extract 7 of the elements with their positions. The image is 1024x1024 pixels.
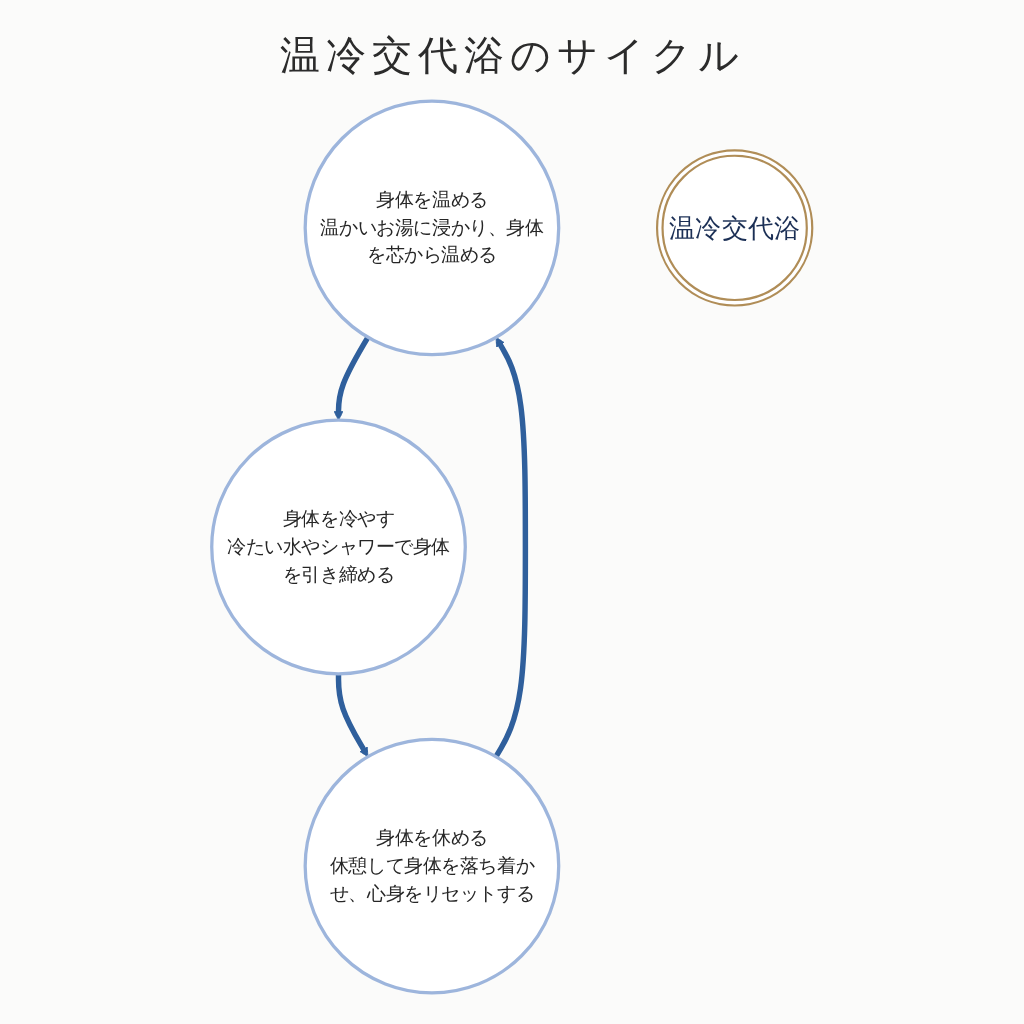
title: 温冷交代浴のサイクル xyxy=(279,31,745,80)
node-circle: 身体を休める 休憩して身体を落ち着かせ、心身をリセットする xyxy=(303,737,561,995)
arrow xyxy=(333,335,371,421)
node-circle: 身体を温める 温かいお湯に浸かり、身体を芯から温める xyxy=(303,99,561,357)
node-circle: 温冷交代浴 xyxy=(655,149,814,307)
arrow xyxy=(335,673,369,758)
node-circle: 身体を冷やす 冷たい水やシャワーで身体を引き締める xyxy=(210,418,467,676)
